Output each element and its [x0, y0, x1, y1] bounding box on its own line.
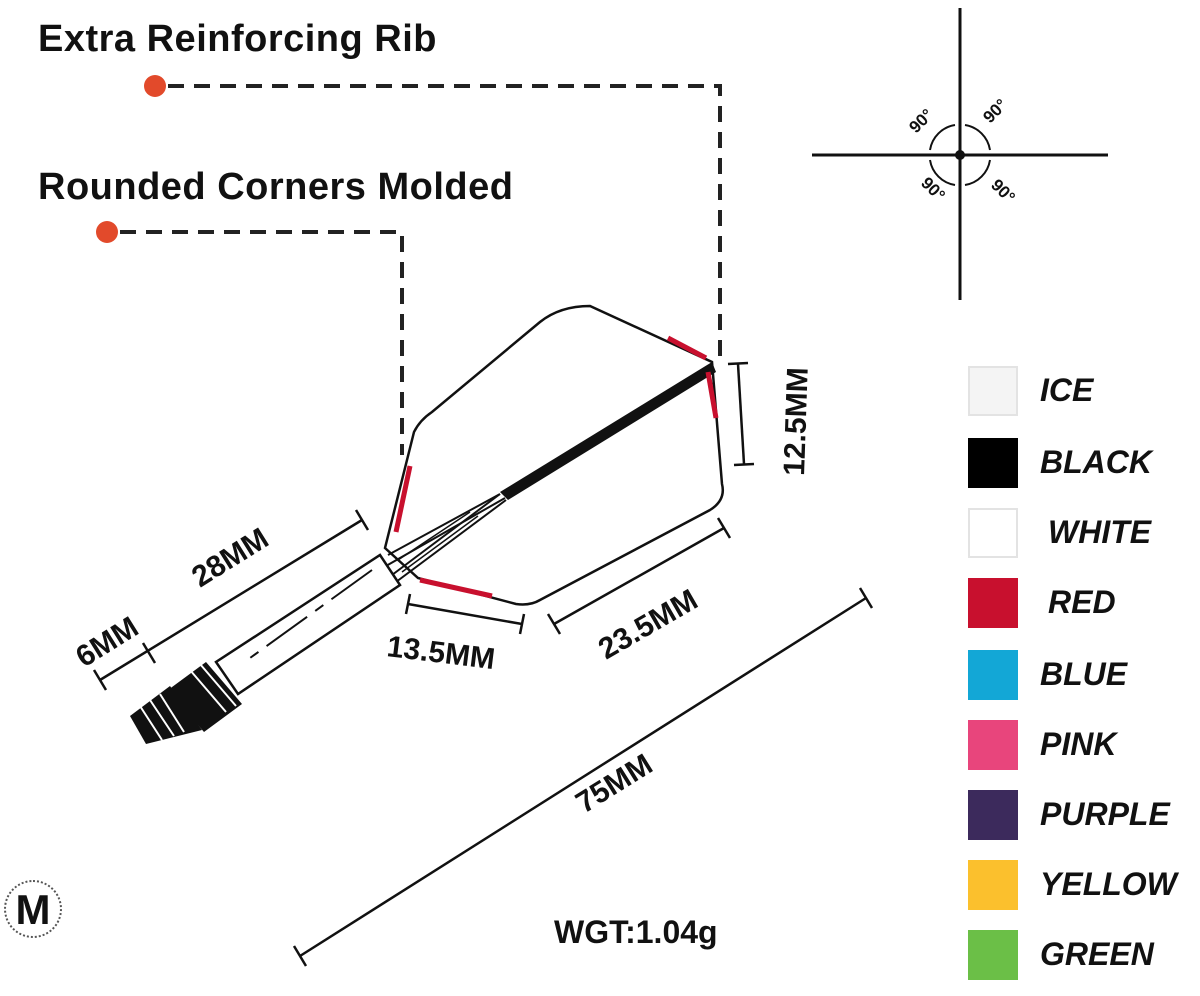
dimension-label-6mm: 6MM	[70, 611, 144, 674]
legend-item-red: RED	[968, 578, 1200, 632]
angle-label-top-right: 90°	[979, 95, 1011, 127]
reinforcing-rib	[500, 362, 716, 500]
legend-item-blue: BLUE	[968, 650, 1200, 704]
color-swatch-purple	[968, 790, 1018, 840]
color-swatch-yellow	[968, 860, 1018, 910]
color-label-black: BLACK	[1040, 444, 1152, 480]
dimension-label-12-5mm: 12.5MM	[778, 367, 815, 476]
color-swatch-ice	[968, 366, 1018, 416]
leader-line-corners	[120, 230, 404, 455]
dimension-label-28mm: 28MM	[186, 522, 274, 594]
flight-wing	[383, 304, 724, 606]
angle-indicator: 90° 90° 90° 90°	[812, 8, 1108, 300]
angle-label-bottom-left: 90°	[917, 173, 949, 205]
color-swatch-blue	[968, 650, 1018, 700]
callout-reinforcing-rib: Extra Reinforcing Rib	[38, 18, 437, 60]
dimension-label-13-5mm: 13.5MM	[385, 630, 497, 676]
color-swatch-white	[968, 508, 1018, 558]
color-label-ice: ICE	[1040, 372, 1094, 408]
color-swatch-pink	[968, 720, 1018, 770]
size-badge: M	[4, 880, 62, 938]
color-label-green: GREEN	[1040, 936, 1154, 972]
legend-item-black: BLACK	[968, 438, 1200, 492]
legend-item-purple: PURPLE	[968, 790, 1200, 844]
color-label-white: WHITE	[1048, 514, 1152, 550]
legend-item-pink: PINK	[968, 720, 1200, 774]
color-label-yellow: YELLOW	[1040, 866, 1177, 902]
color-label-purple: PURPLE	[1040, 796, 1170, 832]
color-label-blue: BLUE	[1040, 656, 1128, 692]
callout-rounded-corners: Rounded Corners Molded	[38, 166, 514, 208]
dart-shaft	[130, 553, 402, 744]
color-label-pink: PINK	[1040, 726, 1117, 762]
color-label-red: RED	[1048, 584, 1116, 620]
callout-dot-corners	[96, 221, 118, 243]
legend-item-white: WHITE	[968, 508, 1200, 562]
color-swatch-green	[968, 930, 1018, 980]
color-swatch-red	[968, 578, 1018, 628]
callout-dot-rib	[144, 75, 166, 97]
dimension-label-23-5mm: 23.5MM	[593, 583, 703, 666]
leader-line-rib	[168, 84, 722, 360]
angle-label-top-left: 90°	[905, 105, 937, 137]
dimension-lines	[92, 361, 874, 967]
weight-label: WGT:1.04g	[554, 914, 718, 950]
legend-item-ice: ICE	[968, 366, 1200, 420]
angle-label-bottom-right: 90°	[987, 175, 1019, 207]
legend-item-green: GREEN	[968, 930, 1200, 984]
legend-item-yellow: YELLOW	[968, 860, 1200, 914]
color-swatch-black	[968, 438, 1018, 488]
